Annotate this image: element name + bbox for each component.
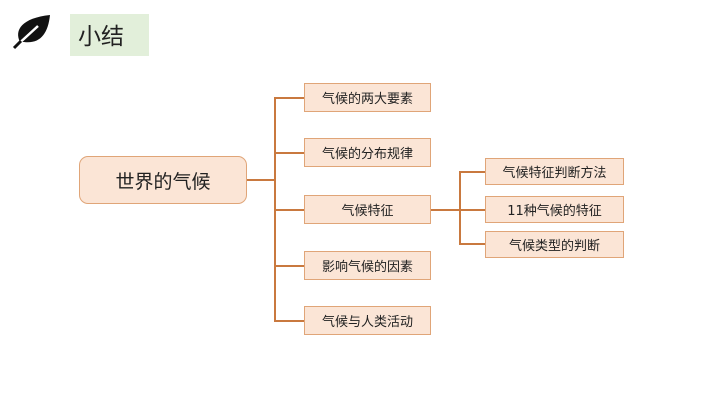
node-human-activity: 气候与人类活动 <box>304 306 431 335</box>
root-node: 世界的气候 <box>79 156 247 204</box>
connector <box>430 209 460 211</box>
connector <box>274 209 304 211</box>
connector <box>274 265 304 267</box>
node-distribution: 气候的分布规律 <box>304 138 431 167</box>
connector <box>274 97 304 99</box>
connector <box>459 243 485 245</box>
connector <box>246 179 275 181</box>
leaf-icon <box>12 15 50 50</box>
connector <box>459 171 461 244</box>
node-factors: 影响气候的因素 <box>304 251 431 280</box>
connector <box>274 152 304 154</box>
subnode-11-types: 11种气候的特征 <box>485 196 624 223</box>
title-background <box>70 14 149 56</box>
node-elements: 气候的两大要素 <box>304 83 431 112</box>
connector <box>459 171 485 173</box>
subnode-judgement: 气候类型的判断 <box>485 231 624 258</box>
node-features: 气候特征 <box>304 195 431 224</box>
connector <box>274 320 304 322</box>
subnode-method: 气候特征判断方法 <box>485 158 624 185</box>
connector <box>459 209 485 211</box>
slide-title: 小结 <box>78 24 124 50</box>
